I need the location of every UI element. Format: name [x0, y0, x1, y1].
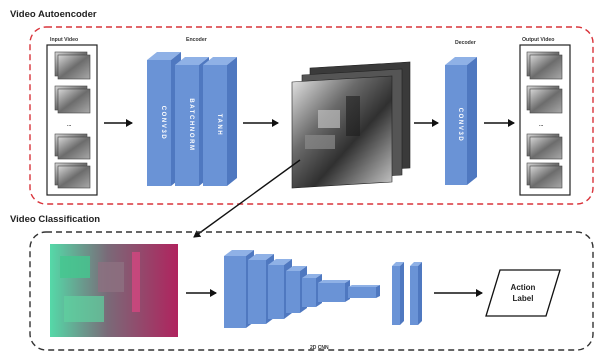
decoder-label: Decoder — [455, 40, 476, 46]
latent-texture — [305, 135, 335, 149]
feature-heatmap — [50, 244, 178, 337]
encoder-layer-side — [227, 57, 237, 186]
latent-frame-front — [291, 75, 393, 189]
input-frame — [57, 88, 91, 114]
cnn-label: 2D CNN — [310, 345, 329, 351]
encoder-layer-top — [203, 57, 237, 65]
input-frames — [54, 51, 91, 189]
decoder-layer-label: CONV3D — [457, 108, 463, 143]
encoder-layer-front — [203, 65, 227, 186]
latent-feature-stack — [291, 61, 411, 189]
output-frame — [529, 88, 563, 114]
encoder-layer-front — [175, 65, 199, 186]
decoder-layer-side — [467, 57, 477, 185]
decoder-layer-conv3d: CONV3D — [445, 57, 477, 185]
heatmap-patch — [64, 296, 104, 322]
output-frame — [529, 54, 563, 80]
encoder-layer-label: CONV3D — [160, 106, 166, 141]
arrow-latent-to-classification — [193, 159, 301, 238]
classification-title: Video Classification — [10, 214, 100, 225]
output-frames — [526, 51, 563, 189]
heatmap-patch — [98, 262, 124, 292]
output-frame — [529, 136, 563, 160]
dense-layer — [392, 262, 404, 325]
action-label-line1: Action — [511, 283, 536, 292]
encoder-layer-top — [175, 57, 209, 65]
encoder-layer-front — [147, 60, 171, 186]
input-frame — [57, 136, 91, 160]
output-frame — [529, 165, 563, 189]
action-label-box — [485, 269, 561, 317]
autoencoder-border — [29, 26, 594, 205]
cnn-layer — [318, 280, 350, 302]
input-frame — [57, 54, 91, 80]
encoder-layer-label: BATCHNORM — [188, 98, 194, 151]
output-ellipsis: ... — [539, 122, 544, 128]
dense-layer — [410, 262, 422, 325]
heatmap-patch — [60, 256, 90, 278]
latent-texture — [318, 110, 340, 128]
action-label-line2: Label — [513, 294, 534, 303]
encoder-layer-label: TANH — [216, 114, 222, 137]
encoder-layer-top — [147, 52, 181, 60]
cnn-layer — [348, 285, 380, 298]
decoder-layer-front — [445, 65, 467, 185]
output-video-label: Output Video — [522, 37, 554, 43]
autoencoder-title: Video Autoencoder — [10, 9, 97, 20]
encoder-label: Encoder — [186, 37, 207, 43]
input-frame — [57, 165, 91, 189]
cnn-stack — [224, 250, 380, 328]
decoder-layer-top — [445, 57, 477, 65]
cnn-layer — [302, 274, 322, 307]
encoder-layer-tanh: TANH — [203, 57, 237, 186]
input-video-label: Input Video — [50, 37, 78, 43]
classification-border — [29, 231, 594, 351]
latent-texture — [346, 96, 360, 136]
heatmap-patch — [132, 252, 140, 312]
input-ellipsis: ... — [67, 122, 72, 128]
